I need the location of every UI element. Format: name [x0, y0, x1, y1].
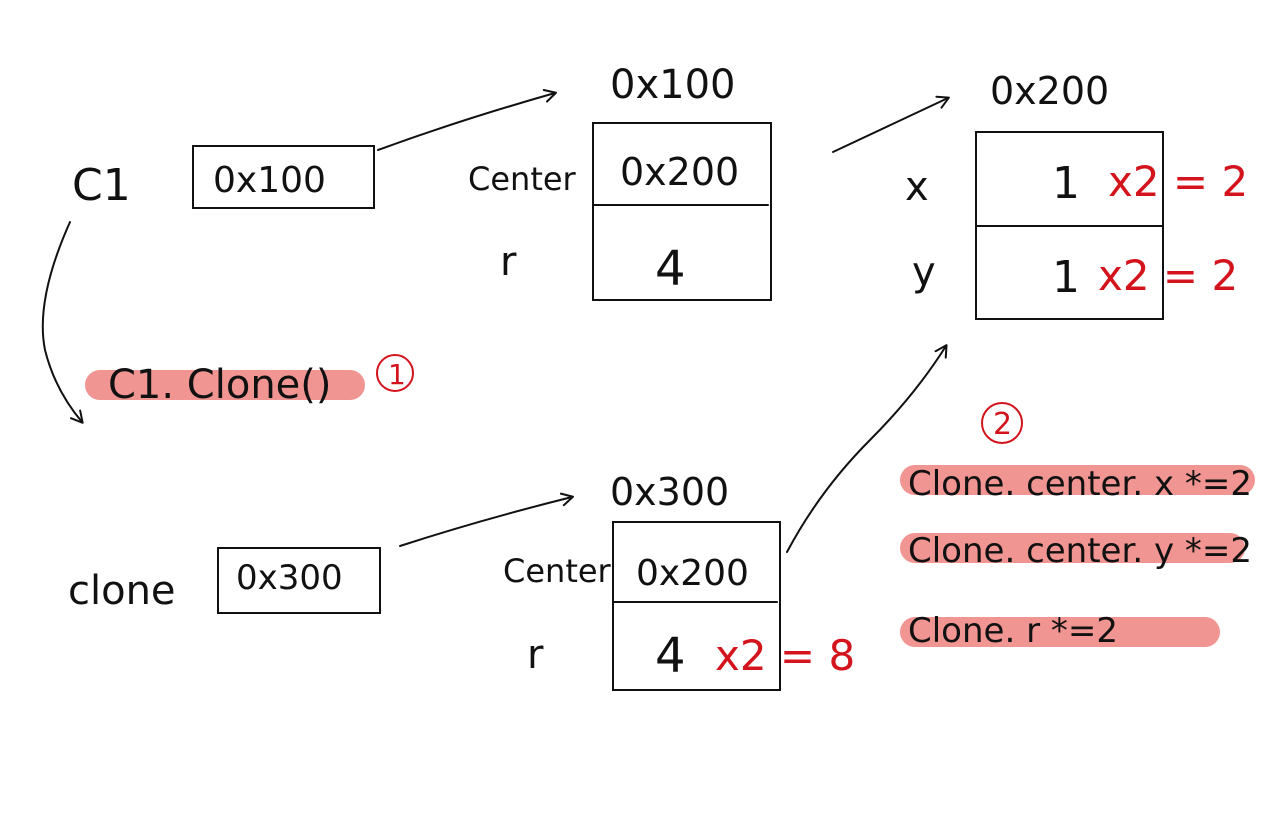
step1-code: C1. Clone() [108, 362, 332, 408]
arrow-c1-to-0x100 [377, 88, 557, 151]
obj-300-center-label: Center [503, 552, 612, 590]
obj-200-x-mult: x2 = 2 [1108, 157, 1248, 206]
step2-line3: Clone. r *=2 [908, 611, 1118, 651]
c1-box [192, 145, 375, 209]
obj-200-y-value: 1 [1052, 252, 1080, 303]
clone-value: 0x300 [236, 558, 343, 598]
obj-200-y-label: y [912, 249, 936, 295]
obj-300-r-mult: x2 = 8 [715, 631, 855, 680]
obj-100-center-label: Center [468, 160, 577, 198]
obj-200-x-value: 1 [1052, 158, 1080, 209]
clone-label: clone [68, 568, 176, 614]
step2-marker-circle [981, 402, 1023, 444]
c1-value: 0x100 [213, 160, 326, 201]
obj-200-y-mult: x2 = 2 [1098, 251, 1238, 300]
c1-label: C1 [72, 160, 131, 211]
obj-100-center-value: 0x200 [620, 150, 739, 194]
step2-line1: Clone. center. x *=2 [908, 464, 1252, 504]
step1-marker-circle [376, 354, 414, 392]
arrow-clone-to-0x300 [399, 492, 574, 547]
arrow-0x100-to-0x200 [832, 95, 950, 153]
obj-200-x-label: x [905, 164, 929, 210]
obj-300-r-label: r [527, 632, 544, 678]
obj-300-center-value: 0x200 [636, 553, 749, 594]
step2-marker: 2 [993, 407, 1012, 442]
step1-marker: 1 [388, 358, 406, 391]
arrow-0x300-to-0x200 [786, 344, 948, 553]
obj-300-r-value: 4 [655, 628, 686, 684]
obj-100-box [592, 122, 772, 301]
obj-100-r-label: r [500, 239, 517, 285]
obj-300-box [612, 521, 781, 691]
obj-100-r-value: 4 [655, 241, 686, 297]
clone-box [217, 547, 381, 614]
obj-100-address: 0x100 [610, 62, 735, 108]
arrow-c1-to-clone [41, 221, 84, 424]
obj-300-address: 0x300 [610, 470, 729, 514]
obj-200-address: 0x200 [990, 69, 1109, 113]
step2-line2: Clone. center. y *=2 [908, 531, 1252, 571]
highlight-strokes [85, 370, 1255, 647]
